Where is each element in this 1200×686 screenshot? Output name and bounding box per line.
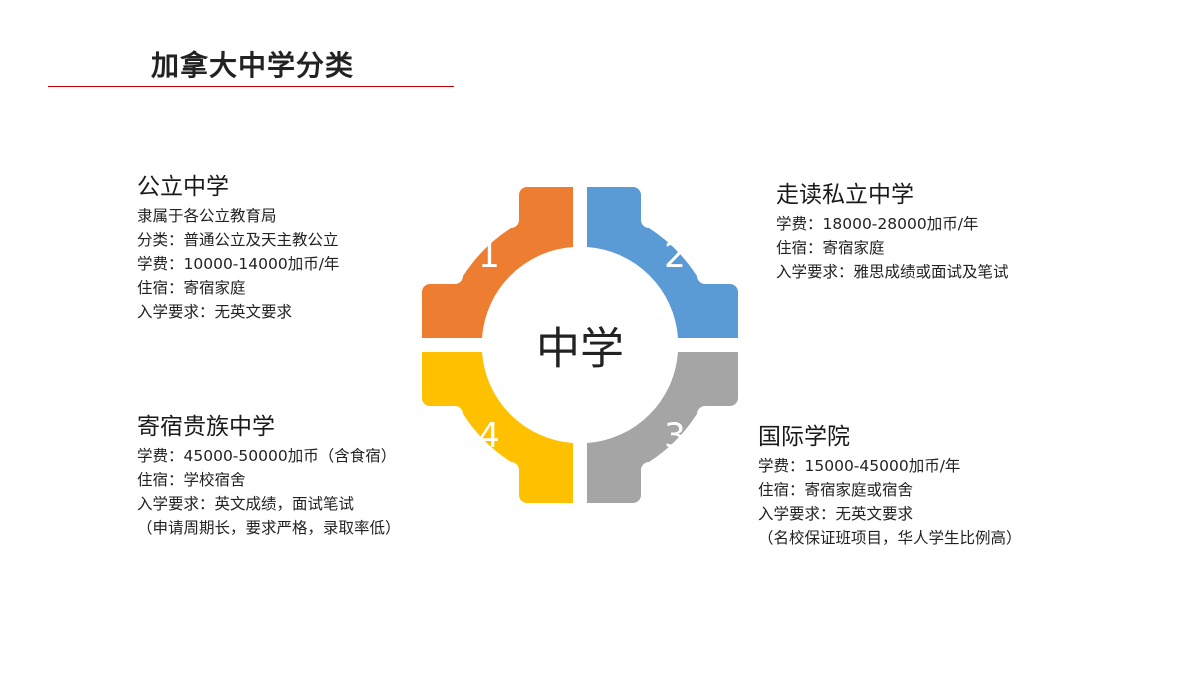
boarding-school-line: 住宿：学校宿舍 — [137, 471, 246, 489]
day-private-school-heading: 走读私立中学 — [776, 182, 914, 208]
international-college-heading: 国际学院 — [758, 424, 850, 450]
segment-number-2: 2 — [664, 236, 686, 276]
public-school-block: 公立中学 隶属于各公立教育局 分类：普通公立及天主教公立 学费：10000-14… — [137, 172, 339, 324]
segment-number-1: 1 — [478, 236, 500, 276]
international-college-line: （名校保证班项目，华人学生比例高） — [758, 529, 1022, 547]
public-school-line: 入学要求：无英文要求 — [137, 303, 293, 321]
page-title: 加拿大中学分类 — [151, 49, 355, 82]
segment-number-3: 3 — [664, 416, 686, 456]
public-school-line: 隶属于各公立教育局 — [137, 207, 277, 225]
international-college-line: 学费：15000-45000加币/年 — [758, 457, 961, 475]
center-label: 中学 — [536, 324, 624, 375]
day-private-school-line: 住宿：寄宿家庭 — [776, 239, 885, 257]
day-private-school-line: 入学要求：雅思成绩或面试及笔试 — [776, 263, 1009, 281]
ring-segment-1 — [422, 187, 573, 338]
title-underline — [48, 86, 454, 87]
ring-segment-3 — [587, 352, 738, 503]
day-private-school-block: 走读私立中学 学费：18000-28000加币/年 住宿：寄宿家庭 入学要求：雅… — [776, 180, 1009, 284]
international-college-line: 入学要求：无英文要求 — [758, 505, 914, 523]
boarding-school-heading: 寄宿贵族中学 — [137, 414, 275, 440]
boarding-school-line: 入学要求：英文成绩，面试笔试 — [137, 495, 355, 513]
ring-segment-2 — [587, 187, 738, 338]
international-college-block: 国际学院 学费：15000-45000加币/年 住宿：寄宿家庭或宿舍 入学要求：… — [758, 422, 1022, 550]
boarding-school-line: （申请周期长，要求严格，录取率低） — [137, 519, 401, 537]
public-school-line: 分类：普通公立及天主教公立 — [137, 231, 339, 249]
boarding-school-block: 寄宿贵族中学 学费：45000-50000加币（含食宿） 住宿：学校宿舍 入学要… — [137, 412, 401, 540]
day-private-school-line: 学费：18000-28000加币/年 — [776, 215, 979, 233]
public-school-line: 学费：10000-14000加币/年 — [137, 255, 340, 273]
segment-number-4: 4 — [478, 416, 500, 456]
segmented-ring-diagram: 1 2 3 4 中学 — [422, 187, 738, 503]
boarding-school-line: 学费：45000-50000加币（含食宿） — [137, 447, 397, 465]
public-school-heading: 公立中学 — [137, 174, 229, 200]
international-college-line: 住宿：寄宿家庭或宿舍 — [758, 481, 914, 499]
public-school-line: 住宿：寄宿家庭 — [137, 279, 246, 297]
ring-segment-4 — [422, 352, 573, 503]
